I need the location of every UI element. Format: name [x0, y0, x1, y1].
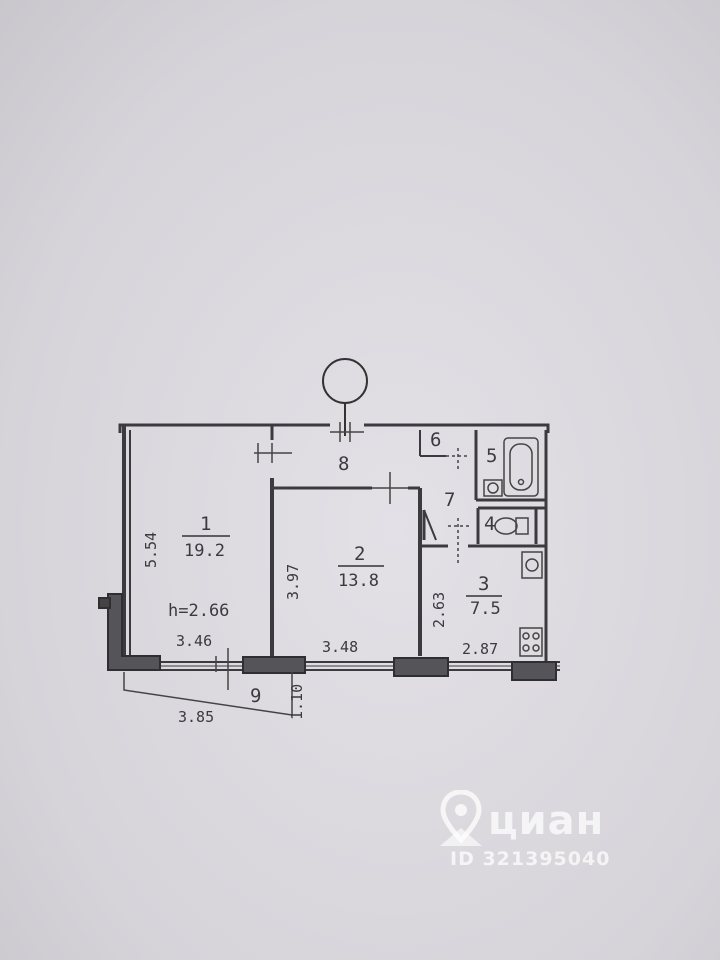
- room-2-height-dimension: 3.97: [284, 564, 302, 600]
- room-7-number: 7: [444, 489, 455, 511]
- room-1-width-dimension: 3.46: [176, 632, 212, 650]
- room-3-width-dimension: 2.87: [462, 640, 498, 658]
- room-2-number: 2: [354, 543, 365, 565]
- room-1-area: 19.2: [184, 541, 225, 561]
- room-8-number: 8: [338, 453, 349, 475]
- watermark-brand: циан: [488, 798, 605, 844]
- ceiling-height-label: h=2.66: [168, 601, 229, 621]
- door-markers: [215, 422, 470, 690]
- room-3-height-dimension: 2.63: [430, 592, 448, 628]
- room-2-area: 13.8: [338, 571, 379, 591]
- compass-icon: [322, 358, 368, 436]
- room-6-number: 6: [430, 429, 441, 451]
- sink-icon: [483, 479, 503, 497]
- balcony-depth-dimension: 1.10: [288, 684, 306, 720]
- room-2-width-dimension: 3.48: [322, 638, 358, 656]
- room-1-number: 1: [200, 513, 211, 535]
- toilet-icon: [494, 517, 529, 535]
- room-3-area: 7.5: [470, 599, 501, 619]
- bathtub-icon: [503, 437, 539, 497]
- map-pin-icon: [440, 790, 482, 846]
- watermark: циан ID 321395040: [432, 790, 672, 880]
- room-3-number: 3: [478, 573, 489, 595]
- stove-icon: [519, 627, 543, 657]
- balcony-outline: [123, 672, 293, 716]
- room-5-number: 5: [486, 445, 497, 467]
- room-4-number: 4: [484, 513, 495, 535]
- watermark-listing-id: ID 321395040: [450, 848, 611, 870]
- wall-piers: [98, 593, 557, 681]
- interior-walls: [270, 425, 546, 656]
- kitchen-sink-icon: [521, 551, 543, 579]
- room-9-number: 9: [250, 685, 261, 707]
- balcony-length-dimension: 3.85: [178, 708, 214, 726]
- area-fraction-lines: [182, 535, 502, 597]
- room-1-height-dimension: 5.54: [142, 532, 160, 568]
